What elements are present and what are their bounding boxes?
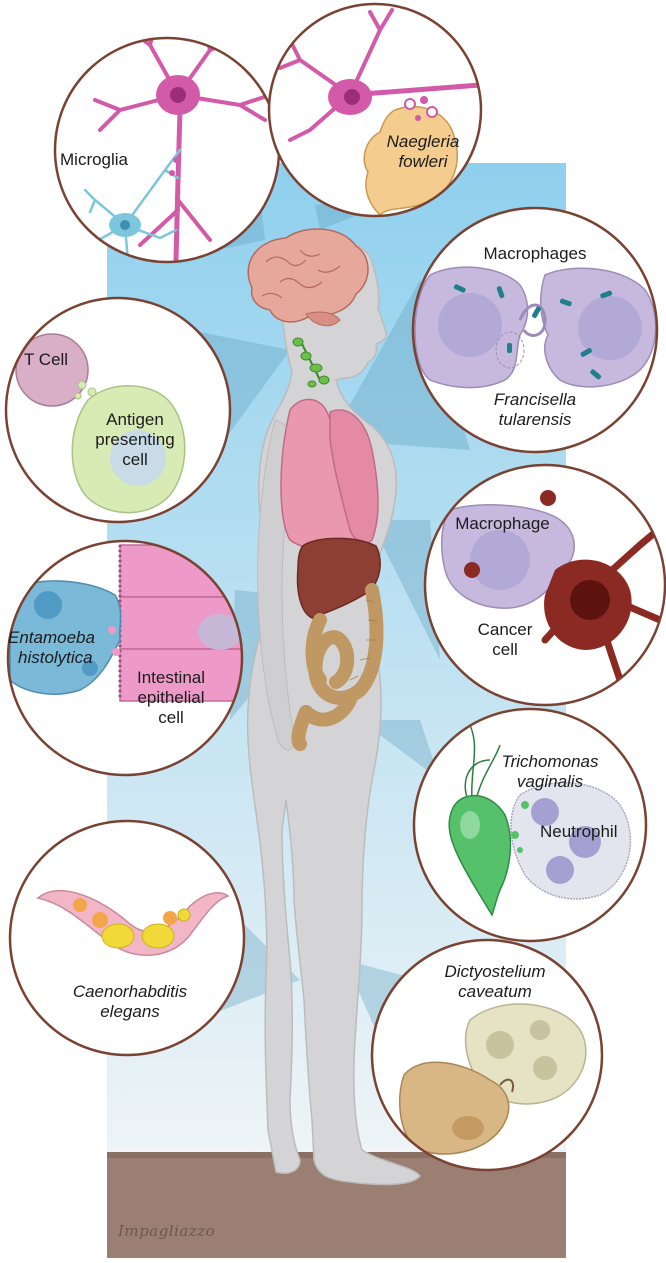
epithelial-label-line3: cell	[158, 708, 184, 727]
panel-entamoeba	[6, 539, 244, 777]
cancer-label-line2: cell	[492, 640, 518, 659]
panel-microglia	[53, 36, 281, 264]
lymph-nodes	[292, 337, 330, 388]
panel-dictyostelium	[370, 938, 604, 1172]
panel-celegans	[8, 819, 246, 1057]
celegans-label-line2: elegans	[100, 1002, 160, 1021]
artist-signature: Impagliazzo	[118, 1222, 216, 1240]
macrophages-label: Macrophages	[483, 244, 587, 263]
cancer-label-line1: Cancer	[477, 620, 533, 639]
apc-label-line3: cell	[122, 450, 148, 469]
panel-macrophages	[411, 206, 659, 454]
microglia-label: Microglia	[60, 150, 129, 169]
liver	[296, 537, 381, 619]
epithelial-label-line2: epithelial	[137, 688, 205, 707]
brain	[247, 228, 369, 327]
celegans-label-line1: Caenorhabditis	[72, 982, 188, 1001]
panel-trichomonas	[412, 707, 648, 943]
neutrophil-label: Neutrophil	[540, 822, 618, 841]
epithelial-label-line1: Intestinal	[136, 668, 206, 687]
naegleria-label-line1: Naegleria	[386, 132, 460, 151]
dicty-label-line2: caveatum	[458, 982, 532, 1001]
dicty-label-line1: Dictyostelium	[444, 962, 546, 981]
panel-cancer	[423, 463, 666, 707]
cancer-macrophage-label: Macrophage	[455, 514, 550, 533]
trichomonas-label-line1: Trichomonas	[501, 752, 599, 771]
naegleria-label-line2: fowleri	[398, 152, 448, 171]
francisella-label-line2: tularensis	[498, 410, 572, 429]
entamoeba-label-line2: histolytica	[18, 648, 93, 667]
panel-tcell	[4, 296, 232, 524]
entamoeba-label-line1: Entamoeba	[8, 628, 95, 647]
trichomonas-label-line2: vaginalis	[516, 772, 584, 791]
intestines	[291, 583, 384, 751]
lungs	[280, 398, 379, 558]
apc-label-line2: presenting	[95, 430, 175, 449]
tcell-label: T Cell	[24, 350, 69, 369]
panel-naegleria	[267, 2, 483, 218]
francisella-label-line1: Francisella	[493, 390, 577, 409]
apc-label-line1: Antigen	[106, 410, 164, 429]
